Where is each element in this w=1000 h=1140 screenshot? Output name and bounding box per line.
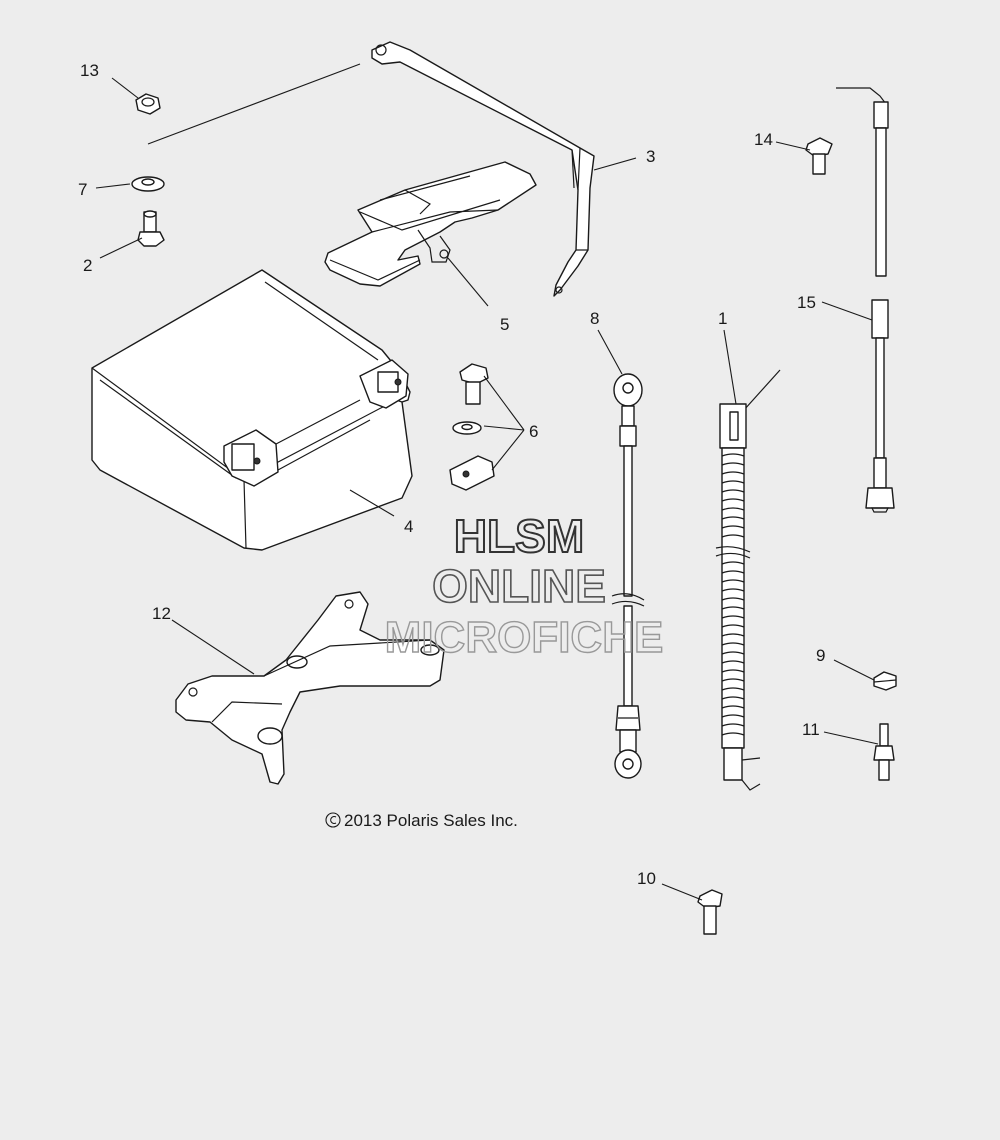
part-3-hold-down-strap — [371, 41, 595, 297]
callout-15: 15 — [797, 293, 816, 312]
watermark-line-1: HLSM — [454, 510, 584, 562]
callout-8: 8 — [590, 309, 599, 328]
callout-2: 2 — [83, 256, 92, 275]
part-5-battery-cover — [324, 161, 537, 287]
leader-lines — [95, 77, 879, 901]
part-12-battery-tray — [175, 591, 445, 785]
callout-5: 5 — [500, 315, 509, 334]
part-11-stud — [873, 723, 895, 781]
part-6-hardware-set — [449, 363, 495, 491]
copyright-notice: 2013 Polaris Sales Inc. — [325, 811, 518, 830]
part-4-battery — [91, 269, 413, 551]
copyright-symbol-c — [330, 815, 337, 825]
part-15-rod — [836, 87, 895, 513]
callout-6: 6 — [529, 422, 538, 441]
watermark-line-2: ONLINE — [432, 560, 606, 612]
copyright-text: 2013 Polaris Sales Inc. — [344, 811, 518, 830]
callout-7: 7 — [78, 180, 87, 199]
callout-3: 3 — [646, 147, 655, 166]
copyright-symbol-icon — [325, 812, 341, 828]
watermark: HLSM ONLINE MICROFICHE — [384, 509, 664, 663]
part-10-bolt — [697, 889, 723, 935]
callout-14: 14 — [754, 130, 773, 149]
part-1-positive-cable — [715, 369, 781, 791]
part-7-washer — [131, 176, 165, 192]
part-13-nut — [135, 93, 161, 115]
callout-12: 12 — [152, 604, 171, 623]
callout-labels: 13 7 2 3 5 4 6 8 1 15 14 9 11 10 12 — [78, 61, 825, 888]
part-8-ground-cable — [611, 373, 645, 779]
callout-4: 4 — [404, 517, 413, 536]
leader-line-top-strap — [147, 63, 361, 145]
part-2-bolt — [137, 210, 165, 247]
part-9-nut — [873, 671, 897, 691]
callout-11: 11 — [802, 720, 820, 739]
part-14-bolt — [805, 137, 833, 175]
callout-13: 13 — [80, 61, 99, 80]
callout-1: 1 — [718, 309, 727, 328]
callout-9: 9 — [816, 646, 825, 665]
watermark-line-3: MICROFICHE — [385, 613, 664, 662]
callout-10: 10 — [637, 869, 656, 888]
